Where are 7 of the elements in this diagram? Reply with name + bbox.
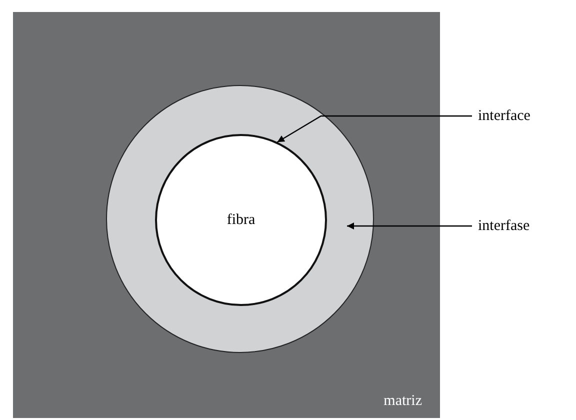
label: interfase xyxy=(478,217,530,235)
leader-line xyxy=(347,222,472,230)
label: fibra xyxy=(226,211,256,229)
matrix-square xyxy=(13,12,440,418)
label: interface xyxy=(478,107,530,125)
leader-line xyxy=(277,115,472,143)
label: matriz xyxy=(384,392,422,410)
